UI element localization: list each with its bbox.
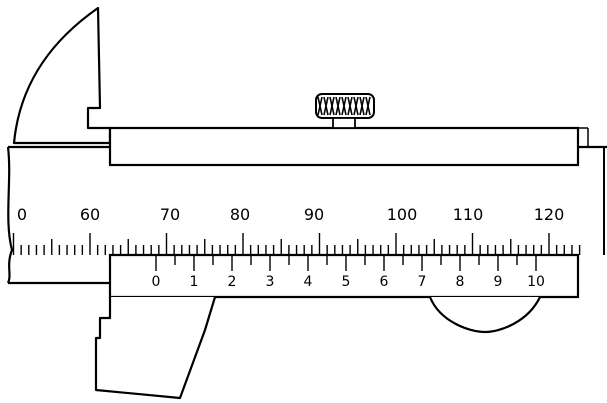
main-scale-label: 110 xyxy=(453,205,484,224)
thumb-screw xyxy=(315,93,375,129)
vernier-scale-labels: 0 1 2 3 4 5 6 7 8 9 10 xyxy=(152,274,545,290)
vernier-scale-label: 6 xyxy=(380,274,389,290)
vernier-scale-label: 9 xyxy=(494,274,503,290)
vernier-scale-label: 4 xyxy=(304,274,313,290)
main-scale-label: 100 xyxy=(387,205,418,224)
vernier-scale-label: 0 xyxy=(152,274,161,290)
vernier-scale-ticks xyxy=(155,255,537,271)
vernier-scale-label: 10 xyxy=(527,274,545,290)
vernier-scale-label: 3 xyxy=(266,274,275,290)
vernier-scale-label: 2 xyxy=(228,274,237,290)
main-scale-labels: 0 60 70 80 90 100 110 120 xyxy=(17,205,564,224)
vernier-scale-label: 1 xyxy=(190,274,199,290)
main-scale-label: 120 xyxy=(534,205,565,224)
vernier-scale-label: 7 xyxy=(418,274,427,290)
upper-fixed-jaw xyxy=(12,6,112,145)
main-scale-label: 80 xyxy=(230,205,250,224)
slider-top-bar xyxy=(108,126,580,167)
main-scale-label: 70 xyxy=(160,205,180,224)
depth-thumb-wheel xyxy=(428,296,541,334)
main-scale-label: 0 xyxy=(17,205,27,224)
lower-sliding-jaw xyxy=(94,296,217,400)
vernier-scale-label: 5 xyxy=(342,274,351,290)
main-scale-ticks xyxy=(12,233,581,255)
vernier-scale-label: 8 xyxy=(456,274,465,290)
main-scale-label: 90 xyxy=(304,205,324,224)
main-scale-label: 60 xyxy=(80,205,100,224)
